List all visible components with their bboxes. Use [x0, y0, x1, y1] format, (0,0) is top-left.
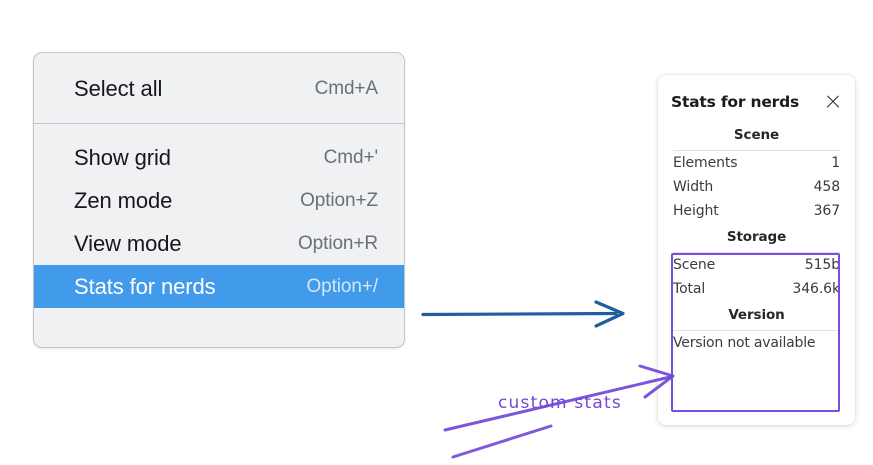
section-heading-scene: Scene — [733, 127, 780, 143]
section-divider — [673, 330, 840, 331]
menu-item-label: Stats for nerds — [74, 273, 216, 299]
menu-item-shortcut: Option+R — [298, 232, 378, 254]
stat-label: Width — [673, 179, 714, 195]
menu-item-select-all[interactable]: Select all Cmd+A — [34, 67, 404, 110]
stat-label: Elements — [673, 155, 738, 171]
arrow-right-icon — [421, 300, 625, 328]
context-menu[interactable]: Select all Cmd+A Show grid Cmd+' Zen mod… — [33, 52, 405, 348]
stat-row-width: Width 458 — [671, 175, 842, 199]
menu-item-label: Select all — [74, 75, 163, 101]
section-heading-version: Version — [728, 307, 785, 323]
menu-separator — [34, 123, 404, 124]
menu-item-show-grid[interactable]: Show grid Cmd+' — [34, 136, 404, 179]
stat-value: 1 — [831, 155, 840, 171]
stat-row-height: Height 367 — [671, 199, 842, 223]
stat-label: Height — [673, 203, 719, 219]
menu-item-shortcut: Option+Z — [300, 189, 378, 211]
stat-row-total-storage: Total 346.6k — [671, 277, 842, 301]
menu-item-label: Show grid — [74, 144, 171, 170]
menu-item-zen-mode[interactable]: Zen mode Option+Z — [34, 179, 404, 222]
section-divider — [673, 150, 840, 151]
close-icon[interactable] — [824, 93, 842, 111]
menu-bottom-padding — [34, 308, 404, 325]
stat-value: 346.6k — [792, 281, 840, 297]
menu-item-stats-for-nerds[interactable]: Stats for nerds Option+/ — [34, 265, 404, 308]
panel-title: Stats for nerds — [671, 93, 800, 111]
menu-group-2: Show grid Cmd+' Zen mode Option+Z View m… — [34, 124, 404, 325]
panel-header: Stats for nerds — [671, 83, 842, 121]
menu-item-view-mode[interactable]: View mode Option+R — [34, 222, 404, 265]
section-heading-storage: Storage — [726, 229, 787, 245]
menu-item-shortcut: Option+/ — [306, 275, 378, 297]
stat-value: 367 — [813, 203, 841, 219]
annotation-label: custom stats — [498, 393, 622, 413]
section-divider — [673, 252, 840, 253]
menu-group-1: Select all Cmd+A — [34, 53, 404, 123]
stat-value: 458 — [813, 179, 841, 195]
annotation-underline-stroke — [451, 424, 553, 459]
stat-row-elements: Elements 1 — [671, 151, 842, 175]
stat-row-scene-storage: Scene 515b — [671, 253, 842, 277]
menu-item-shortcut: Cmd+A — [314, 77, 378, 99]
stat-value: 515b — [804, 257, 840, 273]
version-note: Version not available — [673, 335, 816, 351]
stats-for-nerds-panel: Stats for nerds Scene Elements 1 Width 4… — [658, 75, 855, 425]
menu-item-shortcut: Cmd+' — [323, 146, 378, 168]
menu-item-label: View mode — [74, 230, 182, 256]
stat-label: Total — [673, 281, 706, 297]
menu-item-label: Zen mode — [74, 187, 173, 213]
stat-label: Scene — [673, 257, 716, 273]
